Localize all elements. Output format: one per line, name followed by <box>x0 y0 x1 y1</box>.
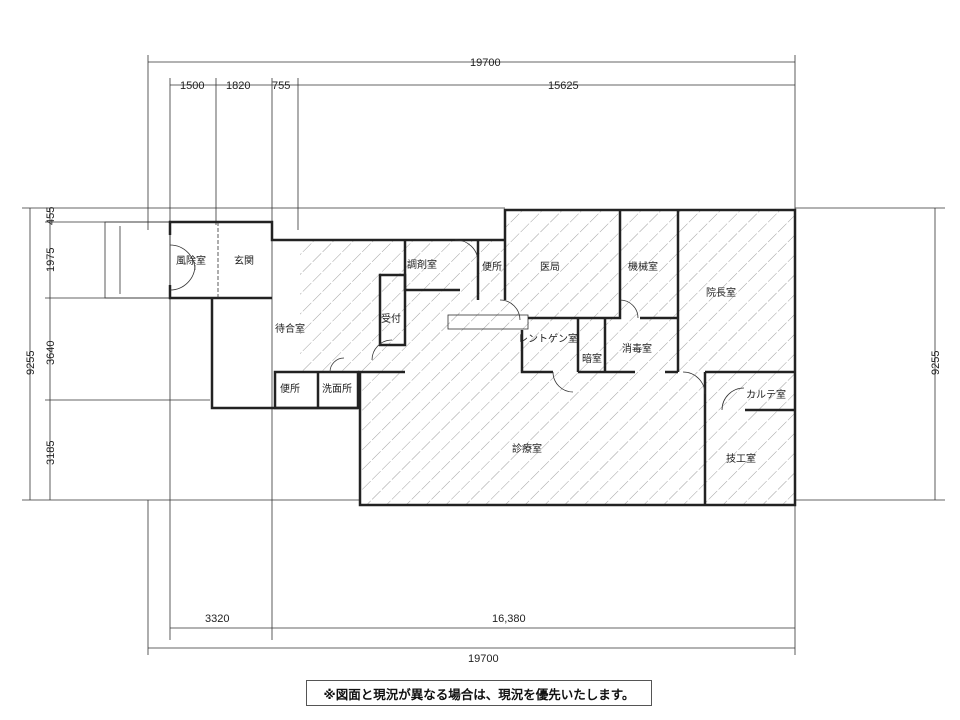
disclaimer-note: ※図面と現況が異なる場合は、現況を優先いたします。 <box>306 680 652 706</box>
room-toilet-staff: 便所 <box>482 260 502 273</box>
room-treatment: 診療室 <box>512 442 542 455</box>
room-sterilization: 消毒室 <box>622 342 652 355</box>
room-windbreak: 風除室 <box>176 254 206 267</box>
room-washroom: 洗面所 <box>322 383 352 395</box>
room-dark: 暗室 <box>582 352 602 365</box>
room-dispensary: 調剤室 <box>407 258 437 271</box>
dim-top-1: 1500 <box>180 80 204 92</box>
room-toilet-public: 便所 <box>280 382 300 395</box>
room-reception: 受付 <box>381 312 401 325</box>
room-entrance: 玄関 <box>234 254 254 267</box>
dim-top-3: 755 <box>272 80 290 92</box>
room-chart: カルテ室 <box>746 388 786 401</box>
dim-bottom-total: 19700 <box>468 653 499 665</box>
room-machine: 機械室 <box>628 260 658 273</box>
dim-bottom-2: 16,380 <box>492 613 526 625</box>
dim-left-1: 455 <box>45 207 57 225</box>
dim-left-2: 1975 <box>45 248 57 272</box>
dim-bottom-1: 3320 <box>205 613 229 625</box>
dim-right-total: 9255 <box>930 351 942 375</box>
room-director: 院長室 <box>706 286 736 299</box>
room-waiting: 待合室 <box>275 322 305 335</box>
room-medical-office: 医局 <box>540 261 560 273</box>
dim-top-2: 1820 <box>226 80 250 92</box>
dim-left-3: 3640 <box>45 341 57 365</box>
dim-left-total: 9255 <box>25 351 37 375</box>
dim-top-total: 19700 <box>470 57 501 69</box>
dim-top-4: 15625 <box>548 80 579 92</box>
room-technician: 技工室 <box>726 452 756 465</box>
hatched-floor-area <box>300 210 795 505</box>
door-swings <box>169 239 745 411</box>
room-xray: レントゲン室 <box>518 332 578 345</box>
dim-left-4: 3185 <box>45 441 57 465</box>
walls <box>104 208 797 507</box>
entry-steps <box>104 221 171 299</box>
